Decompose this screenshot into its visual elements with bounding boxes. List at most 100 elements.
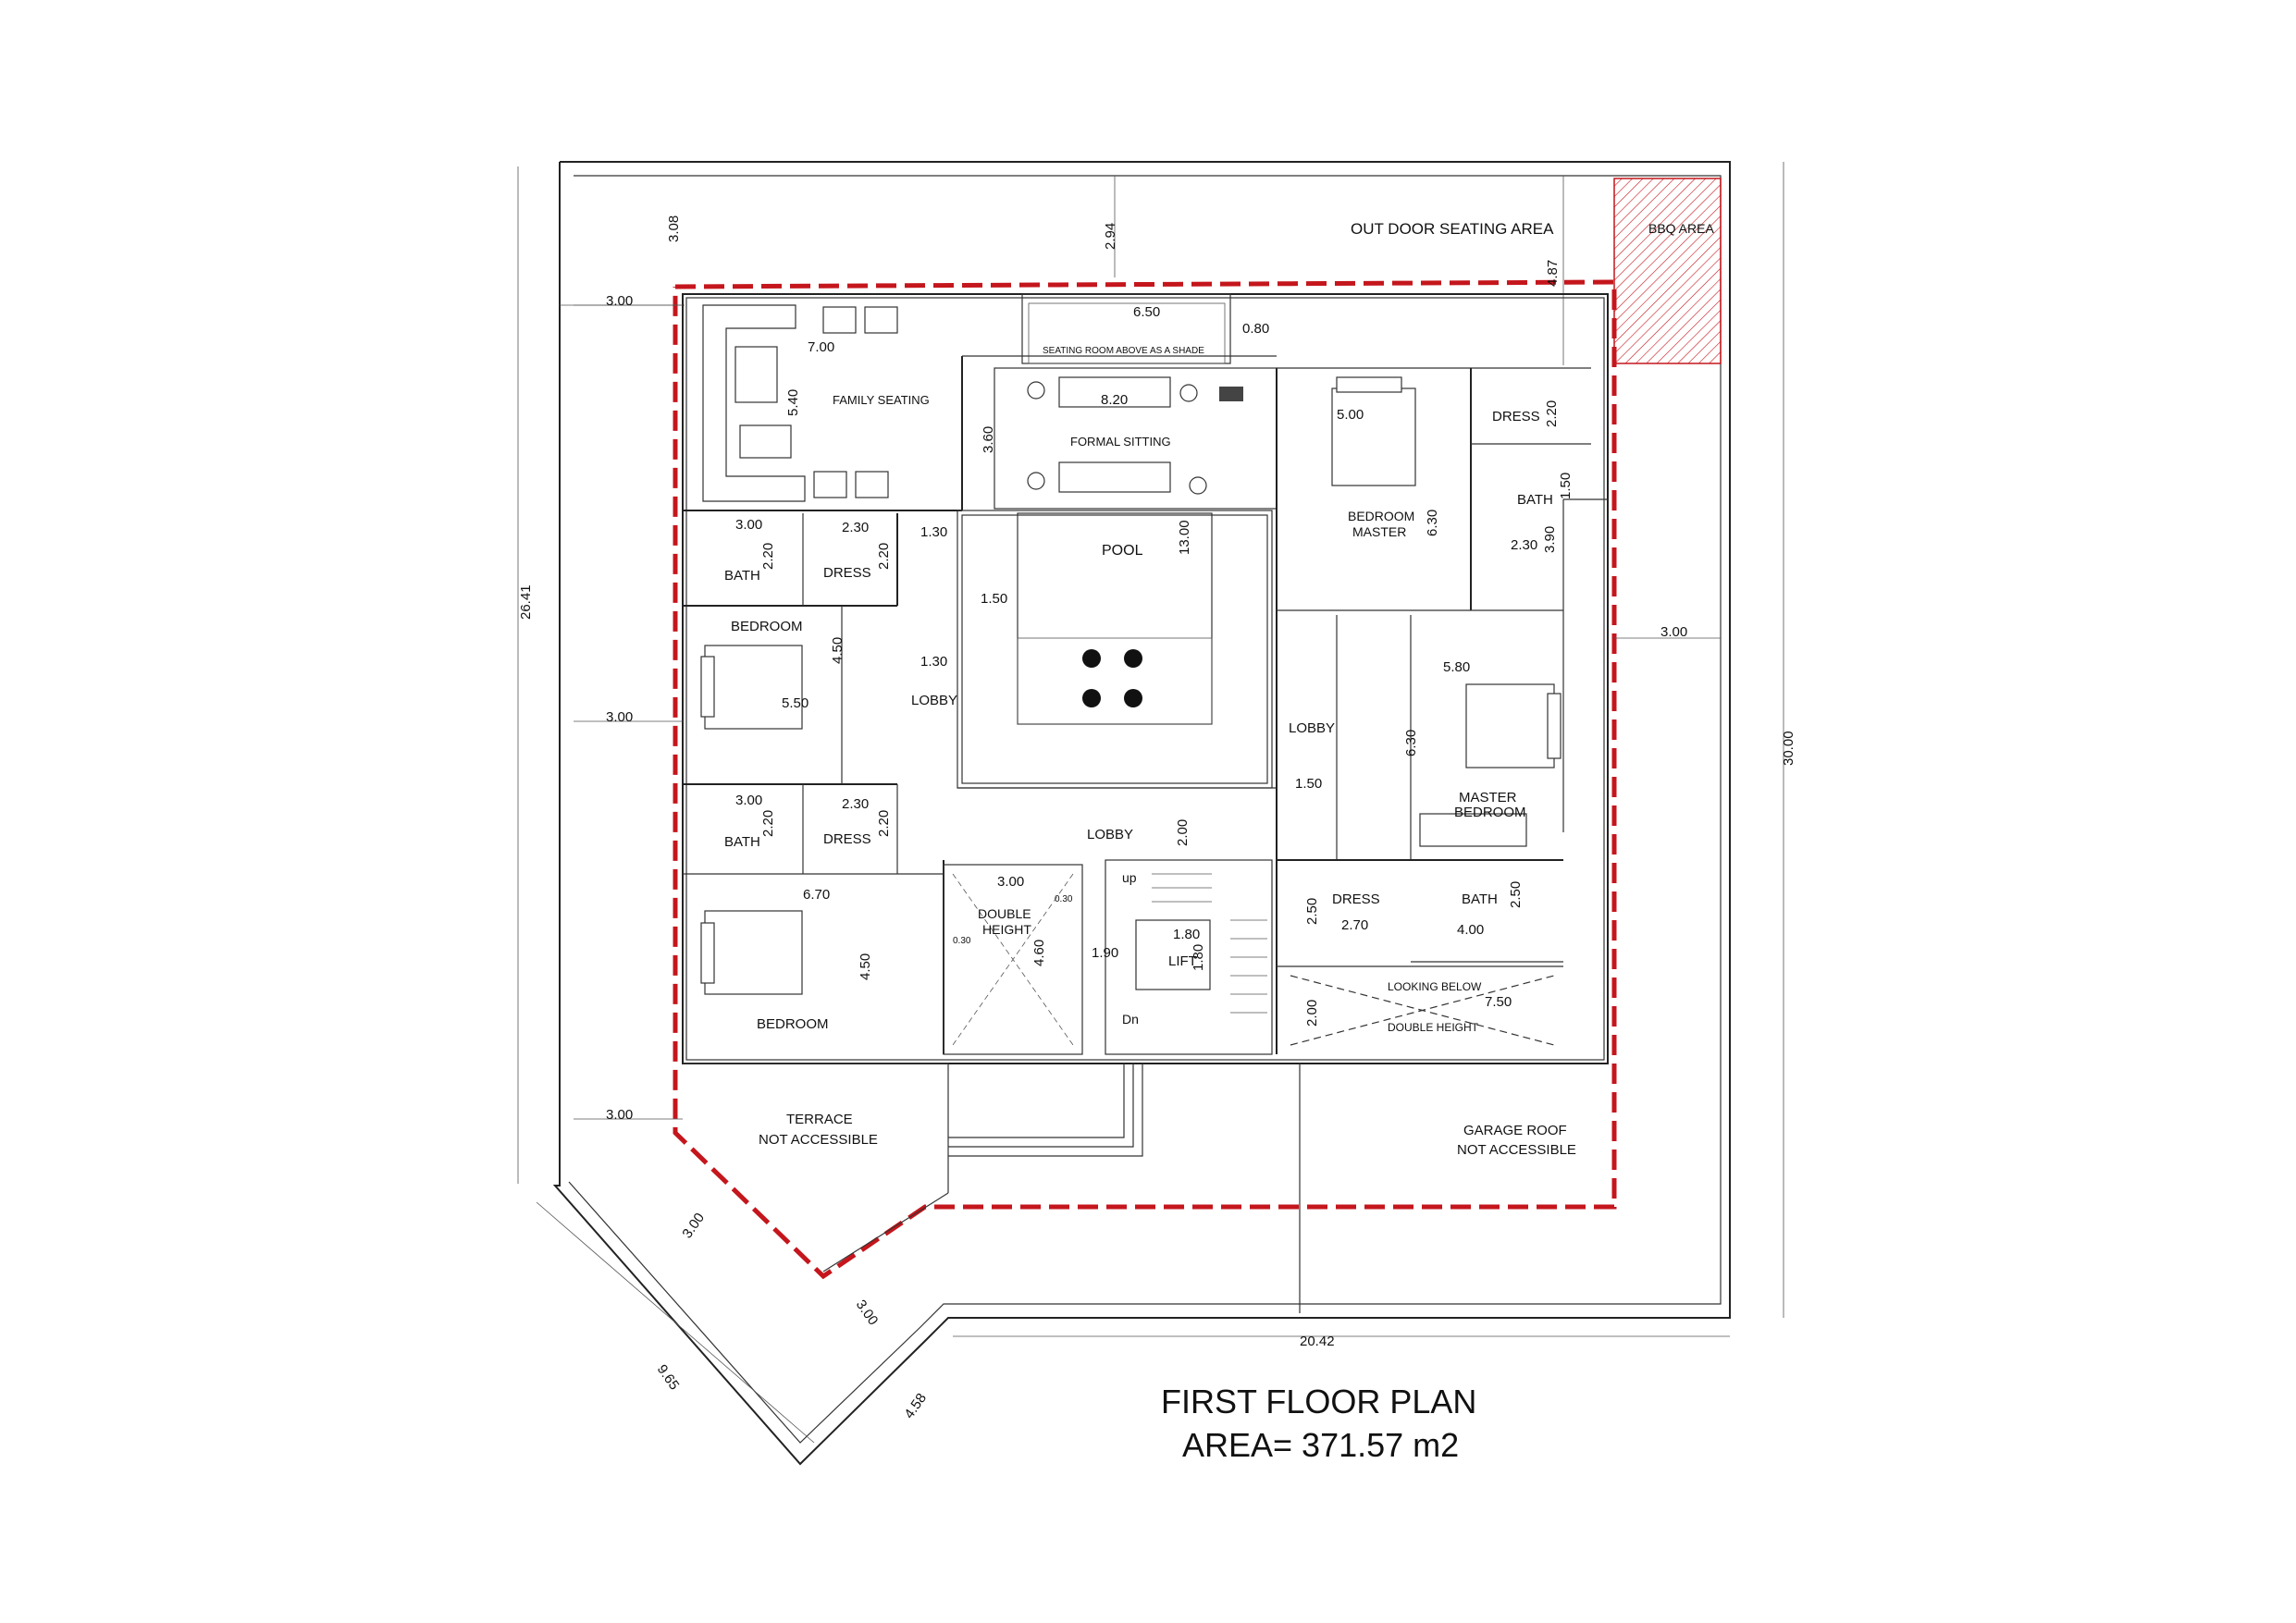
dim-3-90: 3.90: [1542, 526, 1558, 553]
dim-3-00-l2: 3.00: [735, 793, 762, 808]
bed-icon: [700, 645, 803, 730]
label-lobby-left: LOBBY: [911, 693, 957, 708]
dim-2-50-a: 2.50: [1304, 898, 1320, 925]
dim-1-50-r: 1.50: [1295, 776, 1322, 792]
dim-7-50: 7.50: [1485, 994, 1512, 1010]
dim-0-30-b: 0.30: [953, 936, 971, 946]
dim-2-94: 2.94: [1103, 223, 1118, 250]
bed-icon: [700, 910, 803, 995]
dim-3-00-diag1: 3.00: [679, 1211, 708, 1242]
label-dress-br: DRESS: [1332, 891, 1380, 907]
built-area-boundary: [673, 279, 1617, 1280]
label-lobby-center: LOBBY: [1087, 827, 1133, 842]
label-bath-l1: BATH: [724, 568, 760, 584]
dim-3-00-bot: 3.00: [606, 1107, 633, 1123]
label-double-height-b: HEIGHT: [982, 922, 1031, 937]
dim-2-20-l1b: 2.20: [876, 543, 892, 570]
dim-30-00: 30.00: [1781, 731, 1796, 766]
label-bath-l2: BATH: [724, 834, 760, 850]
dim-3-00-right: 3.00: [1660, 624, 1687, 640]
dim-2-20-l2b: 2.20: [876, 810, 892, 837]
dim-3-00-l1: 3.00: [735, 517, 762, 533]
dim-1-30-a: 1.30: [920, 524, 947, 540]
label-lobby-right: LOBBY: [1289, 720, 1335, 736]
dim-3-00-top: 3.00: [606, 293, 633, 309]
label-outdoor-seating: OUT DOOR SEATING AREA: [1351, 220, 1554, 238]
dim-3-00-dh: 3.00: [997, 874, 1024, 890]
dim-2-00: 2.00: [1175, 819, 1191, 846]
dim-1-30-b: 1.30: [920, 654, 947, 670]
label-double-height-br: DOUBLE HEIGHT: [1388, 1021, 1479, 1034]
label-dn: Dn: [1122, 1012, 1139, 1027]
label-terrace-a: TERRACE: [786, 1112, 853, 1127]
label-dress-tr: DRESS: [1492, 409, 1540, 424]
terrace-area: [683, 1063, 949, 1273]
dim-13-00: 13.00: [1177, 520, 1192, 555]
label-bedroom-master-b: MASTER: [1352, 524, 1406, 539]
formal-sitting-room: [994, 367, 1278, 510]
dim-5-80: 5.80: [1443, 659, 1470, 675]
label-bbq-area: BBQ AREA: [1648, 221, 1714, 236]
double-height-void: [943, 864, 1083, 1055]
family-seating-room: [683, 304, 1277, 511]
label-bedroom-master-a: BEDROOM: [1348, 509, 1414, 523]
bed-icon: [1331, 376, 1416, 486]
label-dress-l1: DRESS: [823, 565, 871, 581]
dim-1-80-a: 1.80: [1173, 927, 1200, 942]
dim-4-50-l2: 4.50: [858, 953, 873, 980]
label-master-bedroom-a: MASTER: [1459, 790, 1517, 805]
plan-area: AREA= 371.57 m2: [1182, 1426, 1459, 1464]
dim-2-50-b: 2.50: [1508, 881, 1524, 908]
dim-26-41: 26.41: [518, 584, 534, 620]
dim-4-00: 4.00: [1457, 922, 1484, 938]
dim-1-80-b: 1.80: [1191, 944, 1206, 971]
dim-7-00: 7.00: [808, 339, 834, 355]
dim-2-30-l2: 2.30: [842, 796, 869, 812]
dim-3-60: 3.60: [981, 426, 996, 453]
pool-decoration-icon: [1082, 649, 1142, 707]
sofa-icon: [1419, 813, 1527, 847]
dim-6-50: 6.50: [1133, 304, 1160, 320]
label-bedroom-l2: BEDROOM: [757, 1016, 829, 1032]
label-looking-below: LOOKING BELOW: [1388, 980, 1482, 993]
pool: [957, 510, 1273, 789]
building-walls: [682, 293, 1609, 1064]
dim-5-00: 5.00: [1337, 407, 1364, 423]
dim-5-50: 5.50: [782, 695, 809, 711]
dim-3-00-diag2: 3.00: [853, 1297, 882, 1329]
label-bedroom-l1: BEDROOM: [731, 619, 803, 634]
dimension-lines: [517, 162, 1784, 1444]
dim-5-40: 5.40: [785, 389, 801, 416]
dim-2-30-l1: 2.30: [842, 520, 869, 535]
dim-1-50-tr: 1.50: [1558, 473, 1574, 499]
bed-icon: [1465, 683, 1562, 768]
site-boundary: [552, 161, 1731, 1466]
label-family-seating: FAMILY SEATING: [833, 393, 930, 407]
dim-8-20: 8.20: [1101, 392, 1128, 408]
dim-2-20-tr: 2.20: [1544, 400, 1560, 427]
label-seating-shade: SEATING ROOM ABOVE AS A SHADE: [1043, 346, 1204, 356]
dim-2-70: 2.70: [1341, 917, 1368, 933]
label-lift: LIFT: [1168, 953, 1197, 969]
dim-3-00-mid: 3.00: [606, 709, 633, 725]
dim-6-30-tr: 6.30: [1425, 510, 1440, 536]
dim-1-50-pool: 1.50: [981, 591, 1007, 607]
bbq-area: [1613, 178, 1722, 364]
label-formal-sitting: FORMAL SITTING: [1070, 435, 1171, 449]
label-up: up: [1122, 870, 1137, 885]
label-bath-tr: BATH: [1517, 492, 1553, 508]
label-terrace-b: NOT ACCESSIBLE: [759, 1132, 878, 1148]
staircase: [1105, 859, 1273, 1055]
dim-4-50-l1: 4.50: [830, 637, 846, 664]
label-master-bedroom-b: BEDROOM: [1454, 805, 1526, 820]
dim-4-58: 4.58: [901, 1391, 930, 1422]
dim-1-90: 1.90: [1092, 945, 1118, 961]
dim-4-87: 4.87: [1545, 260, 1561, 287]
dim-0-30-a: 0.30: [1055, 894, 1073, 904]
dim-2-30-tr: 2.30: [1511, 537, 1537, 553]
dim-20-42: 20.42: [1300, 1334, 1335, 1349]
right-wing-walls: [1276, 367, 1608, 1054]
dim-2-20-l1a: 2.20: [760, 543, 776, 570]
plan-title: FIRST FLOOR PLAN: [1161, 1383, 1476, 1420]
